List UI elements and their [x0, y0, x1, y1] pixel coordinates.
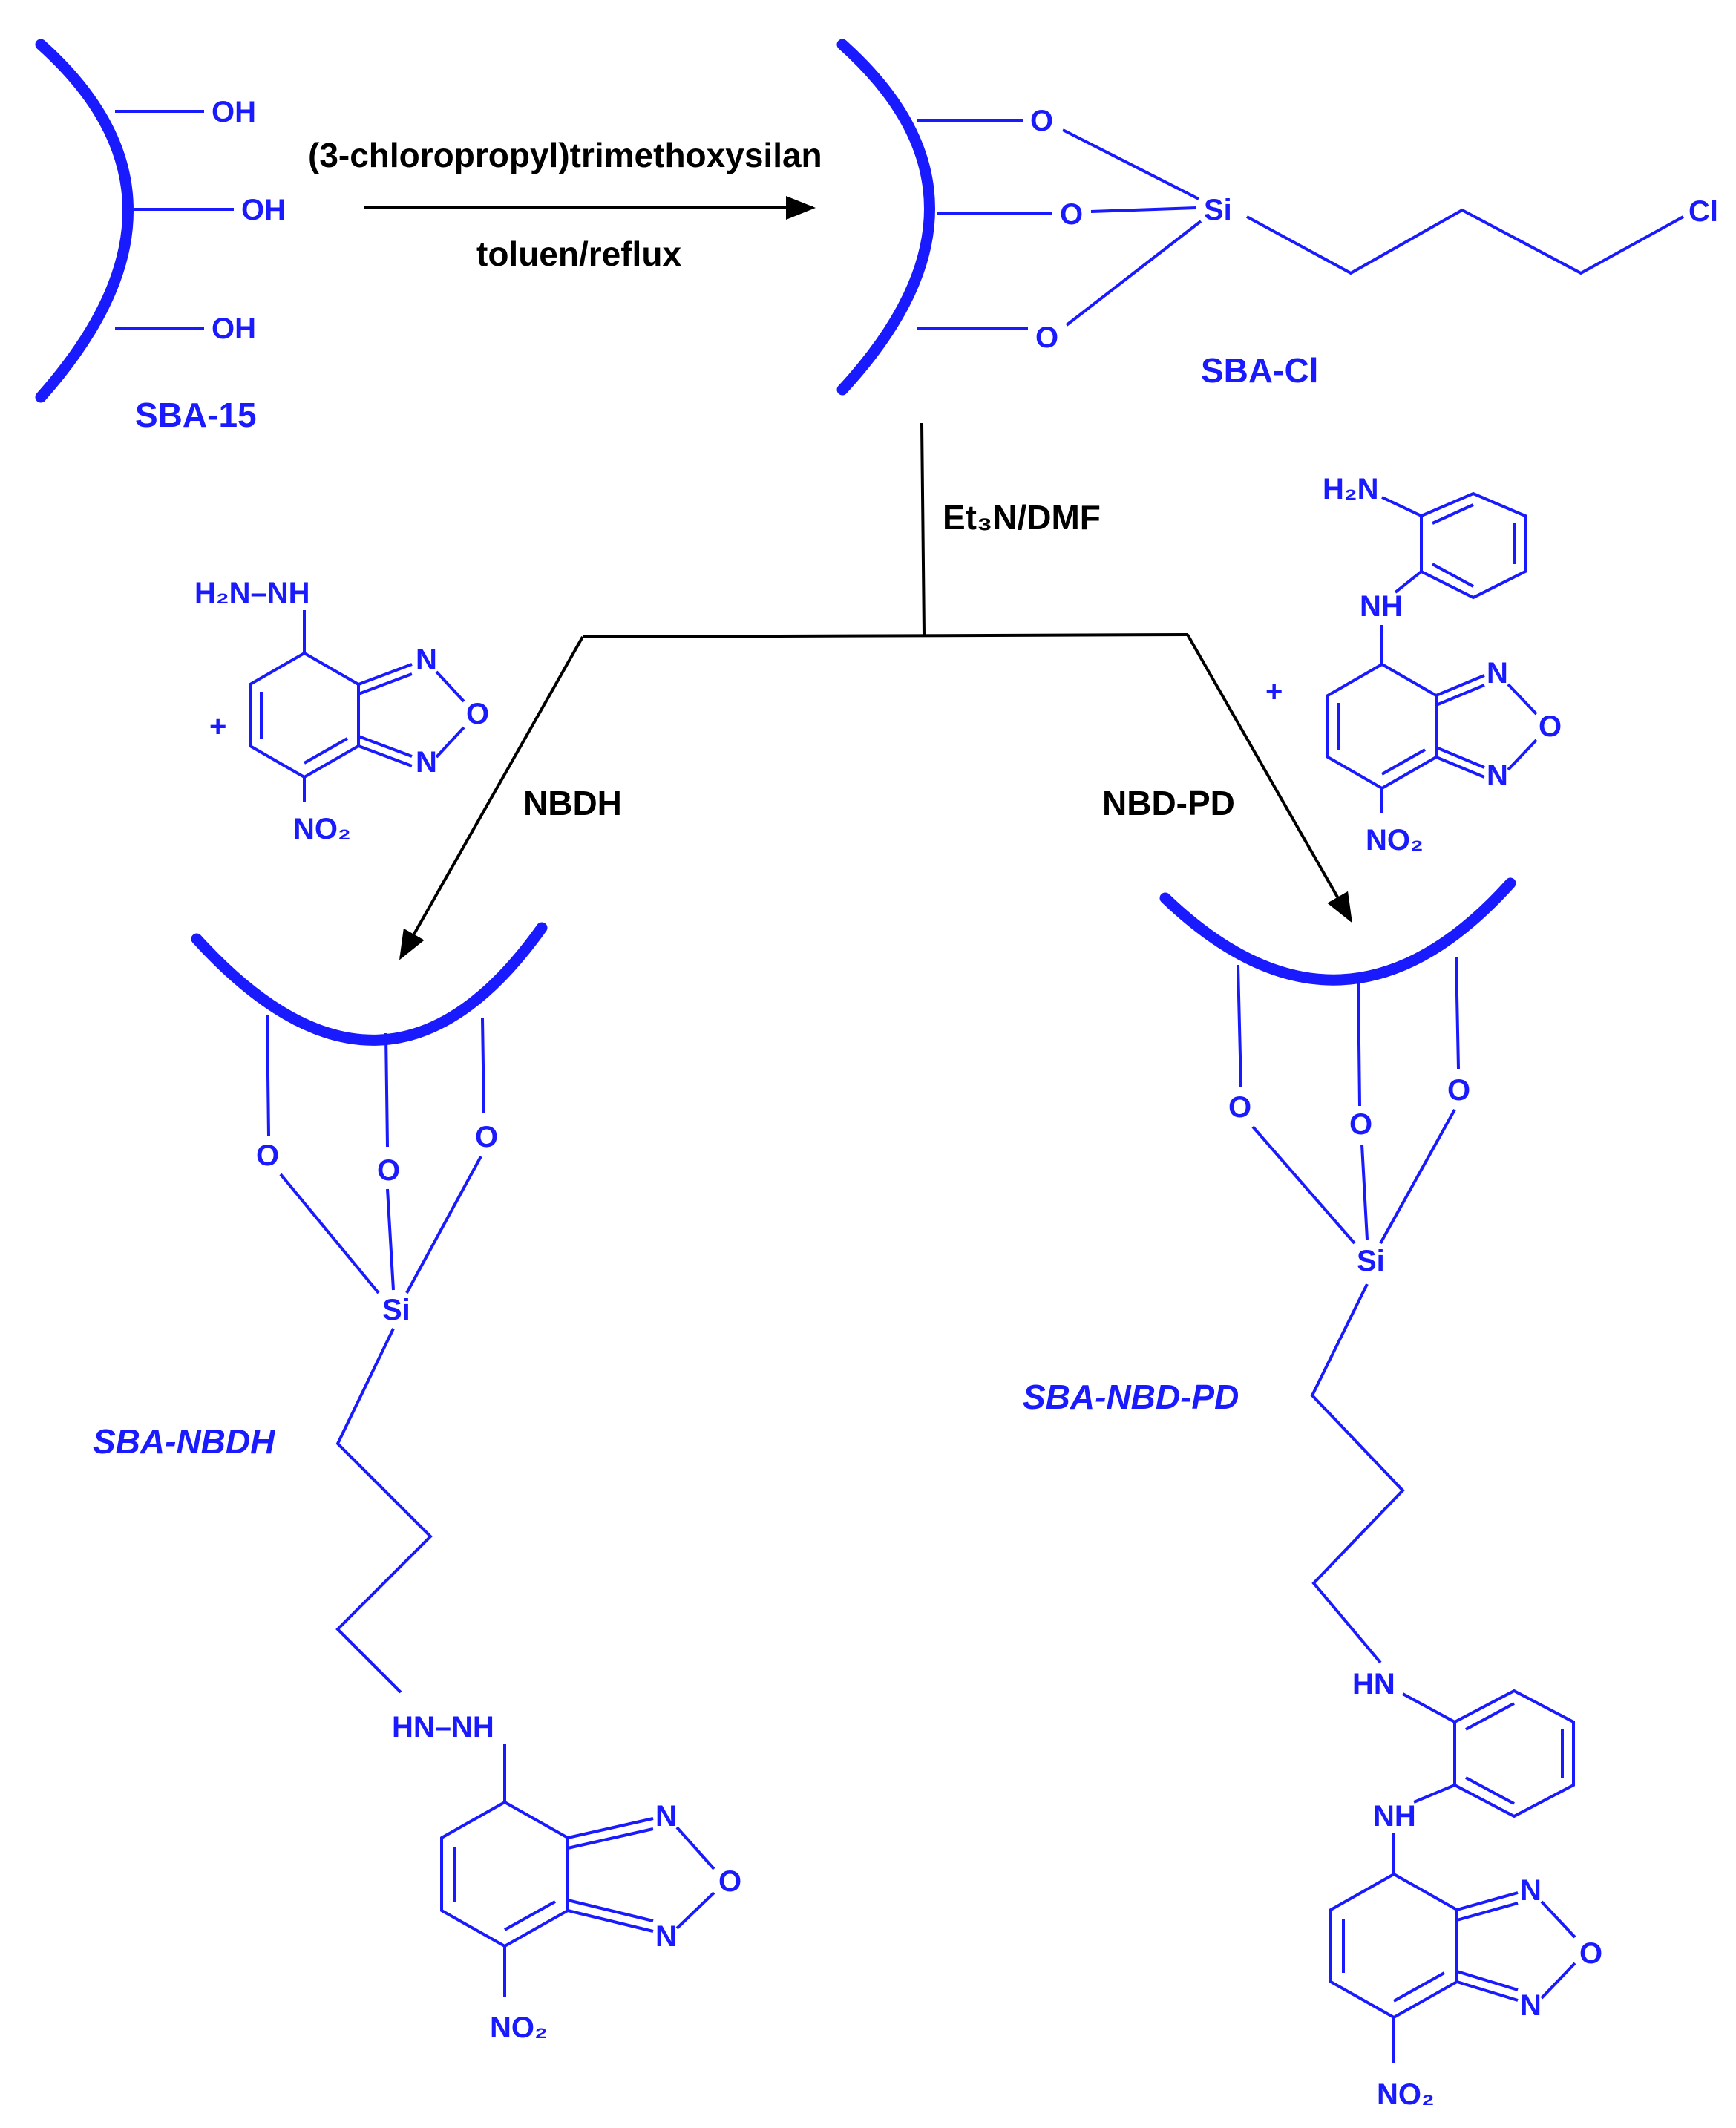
left-branch-reagent-label: NBDH	[523, 784, 622, 822]
nbdh-no2: NO₂	[293, 813, 351, 845]
nbdpd-product-hn: HN	[1352, 1668, 1395, 1700]
nbdh-o: O	[466, 698, 489, 730]
sba-nbdh-label: SBA-NBDH	[93, 1422, 275, 1461]
nbdh-n1: N	[416, 644, 437, 676]
sba-nbdpd-label: SBA-NBD-PD	[1023, 1378, 1239, 1416]
nbdpd-n1: N	[1487, 657, 1508, 690]
sba-nbdh-surface	[191, 922, 548, 1046]
step1-conditions: toluen/reflux	[476, 235, 681, 273]
sba-nbdpd-product: O O O Si SBA-NBD-PD HN NH N N O NO₂	[1023, 877, 1602, 2111]
nbdh-n2: N	[416, 746, 437, 779]
sba-nbdpd-surface	[1159, 877, 1516, 986]
sbacl-structure: O O O Si Cl SBA-Cl	[836, 39, 1718, 396]
nbdh-product-n2: N	[655, 1920, 677, 1953]
nbdpd-product-si: Si	[1357, 1245, 1385, 1277]
sba15-structure: OH OH OH SBA-15	[35, 39, 286, 434]
arrow-to-sba-nbdpd	[1186, 634, 1352, 923]
sbacl-si: Si	[1204, 194, 1232, 226]
nbdh-product-si: Si	[382, 1294, 410, 1326]
nbdh-product-o-middle: O	[377, 1154, 400, 1187]
nbdpd-product-o-right: O	[1447, 1074, 1470, 1107]
nbdpd-product-o-ring: O	[1579, 1937, 1602, 1970]
arrow-to-sba-nbdh	[399, 636, 584, 960]
nbdh-product-o-ring: O	[718, 1865, 741, 1898]
step2-arrow-group: Et₃N/DMF NBDH NBD-PD	[399, 422, 1352, 960]
sba-nbdh-product: O O O Si SBA-NBDH HN–NH N N O NO₂	[93, 922, 741, 2044]
nbdpd-n2: N	[1487, 759, 1508, 792]
nbdh-product-n1: N	[655, 1800, 677, 1833]
nbdpd-h2n: H₂N	[1323, 473, 1379, 505]
sba15-label: SBA-15	[135, 396, 257, 434]
plus-right: +	[1265, 675, 1283, 708]
sbacl-o-middle: O	[1060, 198, 1083, 231]
nbdh-product-no2: NO₂	[490, 2011, 548, 2044]
sba15-oh-bottom: OH	[212, 312, 256, 345]
sba15-surface	[35, 39, 134, 403]
right-branch-reagent-label: NBD-PD	[1102, 784, 1235, 822]
step2-conditions: Et₃N/DMF	[943, 498, 1101, 537]
sba15-oh-middle: OH	[241, 194, 286, 226]
nbdh-reagent: + H₂N–NH N N O NO₂	[194, 577, 489, 845]
nbdpd-product-o-left: O	[1228, 1091, 1251, 1124]
step1-arrow-group: (3-chloropropyl)trimethoxysilan toluen/r…	[308, 136, 822, 273]
nbdh-product-o-right: O	[475, 1121, 498, 1153]
plus-left: +	[209, 710, 226, 743]
nbdpd-product-no2: NO₂	[1377, 2078, 1435, 2111]
nbdpd-nh: NH	[1360, 590, 1403, 623]
nbdpd-product-n2: N	[1520, 1989, 1542, 2022]
nbdh-product-o-left: O	[256, 1139, 279, 1172]
sbacl-surface	[836, 39, 935, 396]
nbdpd-product-nh: NH	[1373, 1800, 1416, 1833]
nbdpd-product-o-middle: O	[1349, 1108, 1372, 1141]
sbacl-o-top: O	[1030, 105, 1053, 137]
nbdpd-reagent: + H₂N NH N N O NO₂	[1265, 473, 1562, 857]
sbacl-label: SBA-Cl	[1201, 351, 1318, 390]
nbdh-product-hydrazine: HN–NH	[392, 1711, 494, 1744]
sbacl-cl: Cl	[1688, 195, 1718, 228]
sba15-oh-top: OH	[212, 96, 256, 128]
nbdpd-no2: NO₂	[1366, 824, 1424, 857]
nbdpd-o: O	[1539, 710, 1562, 743]
nbdh-hydrazine: H₂N–NH	[194, 577, 310, 609]
sbacl-o-bottom: O	[1035, 321, 1058, 354]
nbdpd-product-n1: N	[1520, 1874, 1542, 1907]
step1-reagent: (3-chloropropyl)trimethoxysilan	[308, 136, 822, 174]
